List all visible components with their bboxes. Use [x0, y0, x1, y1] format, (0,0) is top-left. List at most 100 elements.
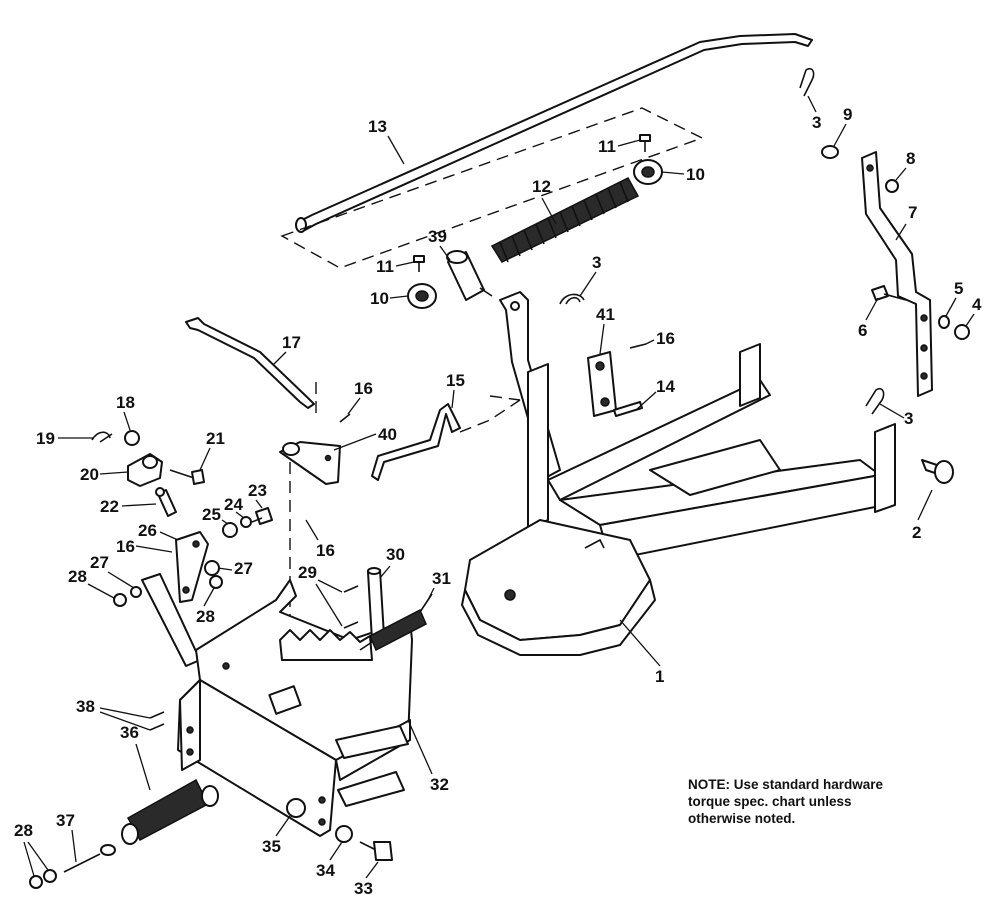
- pin-16-a: [629, 343, 647, 349]
- hitch-frame-1: [461, 291, 896, 656]
- callout-11-upper: 11: [598, 137, 616, 156]
- callout-22: 22: [100, 497, 119, 516]
- clamp-20: [127, 453, 163, 487]
- callout-33: 33: [354, 879, 373, 898]
- callout-25: 25: [202, 505, 221, 524]
- callout-26: 26: [138, 521, 157, 540]
- callout-10-right: 10: [686, 165, 705, 184]
- nut-28-bottom-a: [29, 875, 43, 889]
- eyebolt-37: [63, 844, 116, 873]
- callout-39: 39: [428, 227, 447, 246]
- callout-35: 35: [262, 837, 281, 856]
- pin-29-a: [343, 585, 359, 593]
- clip-3-center: [559, 293, 585, 305]
- callout-40: 40: [378, 425, 397, 444]
- callout-3-center: 3: [592, 253, 601, 272]
- callout-37: 37: [56, 811, 75, 830]
- callout-17: 17: [282, 333, 301, 352]
- note-line-1: NOTE: Use standard hardware: [688, 777, 884, 792]
- note-line-2: torque spec. chart unless: [688, 794, 852, 809]
- callout-10-left: 10: [370, 289, 389, 308]
- nut-28-mid: [209, 575, 223, 589]
- callout-31: 31: [432, 569, 451, 588]
- callout-3-right: 3: [904, 409, 913, 428]
- callout-16-a: 16: [656, 329, 675, 348]
- callout-38: 38: [76, 697, 95, 716]
- pedal-assembly-32: [177, 579, 413, 837]
- dashed-group-outline: [280, 107, 704, 269]
- callout-24: 24: [224, 495, 243, 514]
- callout-18: 18: [116, 393, 135, 412]
- callout-15: 15: [446, 371, 465, 390]
- callout-3-top: 3: [812, 113, 821, 132]
- nut-35: [286, 798, 306, 818]
- spring-12: [490, 177, 640, 263]
- callout-28-left: 28: [68, 567, 87, 586]
- washer-9: [821, 145, 839, 159]
- callout-28-mid: 28: [196, 607, 215, 626]
- callout-16-d: 16: [116, 537, 135, 556]
- fitting-22: [155, 487, 177, 517]
- callout-4: 4: [972, 295, 982, 314]
- callout-34: 34: [316, 861, 335, 880]
- dashed-line-15: [459, 395, 521, 433]
- bolt-6: [871, 285, 907, 301]
- washer-25: [222, 522, 238, 538]
- pin-29-b: [343, 621, 359, 629]
- washer-24: [240, 516, 252, 528]
- callout-5: 5: [954, 279, 963, 298]
- pin-38-a: [149, 711, 165, 719]
- callout-21: 21: [206, 429, 225, 448]
- callout-16-b: 16: [354, 379, 373, 398]
- pin-2: [921, 459, 954, 484]
- callout-1: 1: [655, 667, 664, 686]
- nut-4: [954, 324, 970, 340]
- callout-14: 14: [656, 377, 675, 396]
- callout-16-c: 16: [316, 541, 335, 560]
- callout-9: 9: [843, 105, 852, 124]
- clip-3-top: [799, 67, 815, 97]
- callout-41: 41: [596, 305, 615, 324]
- nut-8: [885, 179, 899, 193]
- callout-20: 20: [80, 465, 99, 484]
- screw-11-upper: [639, 134, 651, 152]
- clip-3-right: [865, 387, 885, 415]
- callout-23: 23: [248, 481, 267, 500]
- callout-labels: 1 2 3 3 3 4 5 6 7 8 9 10 10 11 11 12 13 …: [14, 95, 982, 898]
- callout-30: 30: [386, 545, 405, 564]
- bracket-26: [175, 531, 209, 603]
- nut-27-right: [204, 560, 220, 576]
- clip-19: [91, 431, 113, 443]
- callout-28-bottom: 28: [14, 821, 33, 840]
- callout-6: 6: [858, 321, 867, 340]
- nut-27-left: [130, 586, 142, 598]
- pin-14: [613, 401, 643, 417]
- link-7: [861, 151, 933, 397]
- nut-28-bottom-b: [43, 869, 57, 883]
- washer-5: [938, 315, 950, 329]
- callout-29: 29: [298, 563, 317, 582]
- callout-19: 19: [36, 429, 55, 448]
- note-line-3: otherwise noted.: [688, 811, 796, 826]
- callout-36: 36: [120, 723, 139, 742]
- bolt-21: [169, 469, 205, 485]
- rod-15: [371, 403, 461, 481]
- hardware-torque-note: NOTE: Use standard hardware torque spec.…: [688, 776, 948, 827]
- nut-18: [124, 430, 140, 446]
- callout-2: 2: [912, 523, 921, 542]
- callout-32: 32: [430, 775, 449, 794]
- callout-11-lower: 11: [376, 257, 394, 276]
- callout-12: 12: [532, 177, 551, 196]
- bracket-41: [587, 351, 617, 417]
- callout-13: 13: [368, 117, 387, 136]
- nut-28-left: [113, 593, 127, 607]
- screw-11-lower: [413, 255, 425, 272]
- spring-36: [121, 778, 219, 845]
- callout-27-right: 27: [234, 559, 253, 578]
- pin-38-b: [149, 723, 165, 731]
- collar-10-right: [633, 159, 663, 185]
- bolt-23: [251, 507, 273, 525]
- plate-40: [279, 441, 341, 485]
- callout-7: 7: [908, 203, 917, 222]
